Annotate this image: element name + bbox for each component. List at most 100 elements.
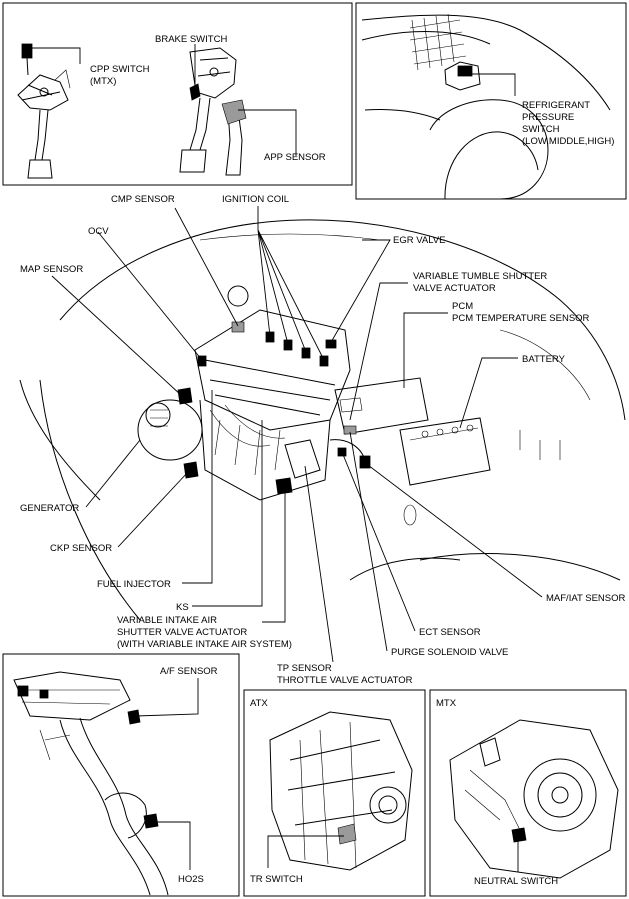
ect-sensor-leader — [341, 451, 416, 632]
pcm-label-1: PCM — [452, 301, 473, 312]
throttle-body-icon — [284, 439, 321, 479]
mtx-panel-frame — [429, 689, 627, 897]
af-sensor-icon — [127, 709, 141, 725]
ignition-coil-2-icon — [283, 339, 293, 351]
tp-sensor-leader — [304, 465, 334, 663]
ignition-coil-4-icon — [319, 355, 329, 367]
atx-title: ATX — [250, 698, 268, 709]
cpp-switch-leader — [30, 47, 81, 64]
ckp-sensor-label: CKP SENSOR — [50, 543, 112, 554]
exhaust-panel-frame — [2, 653, 240, 897]
intake-air-leader — [262, 488, 286, 623]
refrigerant-panel: REFRIGERANT PRESSURE SWITCH (LOW,MIDDLE,… — [355, 2, 627, 200]
ocv-icon — [197, 355, 207, 367]
ckp-sensor-icon — [183, 461, 199, 479]
intake-air-label-2: SHUTTER VALVE ACTUATOR — [117, 627, 247, 638]
pcm-label-2: PCM TEMPERATURE SENSOR — [452, 313, 590, 324]
ho2s-icon — [143, 813, 159, 829]
neutral-switch-icon — [511, 827, 527, 843]
maf-iat-leader — [363, 461, 543, 598]
tr-switch-label: TR SWITCH — [250, 874, 303, 885]
tumble-leader — [349, 282, 408, 421]
engine-bay-drawing — [19, 219, 626, 621]
mtx-panel: MTX NEUTRAL SWITCH — [429, 689, 627, 897]
mtx-title: MTX — [436, 698, 457, 709]
refrigerant-panel-frame — [355, 2, 627, 200]
generator-leader — [85, 439, 141, 508]
af-sensor-leader — [135, 678, 199, 717]
map-sensor-leader — [51, 275, 183, 397]
tp-sensor-label-2: THROTTLE VALVE ACTUATOR — [277, 675, 413, 686]
battery-icon — [399, 417, 491, 486]
cpp-switch-icon — [21, 43, 33, 59]
cpp-switch-label-1: CPP SWITCH — [90, 64, 150, 75]
map-sensor-label: MAP SENSOR — [20, 264, 83, 275]
atx-transaxle-drawing — [269, 711, 413, 871]
cmp-sensor-icon — [231, 321, 245, 333]
atx-panel-frame — [243, 689, 426, 897]
ocv-label: OCV — [88, 226, 109, 237]
atx-panel: ATX TR SWITCH — [243, 689, 426, 897]
tr-switch-icon — [337, 823, 357, 845]
tr-switch-leader — [267, 835, 344, 868]
brake-switch-label: BRAKE SWITCH — [155, 34, 227, 45]
ignition-coil-3-icon — [301, 347, 311, 359]
tumble-label-1: VARIABLE TUMBLE SHUTTER — [413, 271, 547, 282]
car-front-drawing — [361, 13, 611, 200]
brake-pedal-drawing — [179, 47, 247, 176]
fuel-injector-label: FUEL INJECTOR — [97, 579, 171, 590]
refrigerant-label-2: PRESSURE — [522, 112, 574, 123]
exhaust-panel: A/F SENSOR HO2S — [2, 653, 240, 897]
ks-label: KS — [176, 602, 189, 613]
cmp-sensor-label: CMP SENSOR — [111, 194, 175, 205]
engine-labels: CMP SENSOR IGNITION COIL OCV MAP SENSOR … — [20, 194, 625, 686]
af-sensor-label: A/F SENSOR — [160, 666, 218, 677]
egr-valve-leader — [329, 239, 391, 345]
ho2s-label: HO2S — [178, 874, 204, 885]
egr-valve-icon — [325, 339, 337, 349]
ho2s-leader — [152, 821, 191, 870]
app-sensor-label: APP SENSOR — [264, 152, 326, 163]
exhaust-manifold-drawing — [13, 671, 169, 896]
intake-air-label-3: (WITH VARIABLE INTAKE AIR SYSTEM) — [117, 639, 292, 650]
tp-sensor-icon — [275, 477, 293, 495]
refrigerant-switch-icon — [457, 65, 473, 77]
ignition-coil-label: IGNITION COIL — [222, 194, 289, 205]
pcm-leader — [403, 312, 448, 388]
ks-leader — [192, 420, 263, 607]
fuel-injector-leader — [182, 390, 213, 584]
tp-sensor-label-1: TP SENSOR — [277, 663, 332, 674]
generator-label: GENERATOR — [20, 503, 79, 514]
map-sensor-icon — [177, 387, 193, 405]
tumble-label-2: VALVE ACTUATOR — [413, 283, 496, 294]
egr-valve-label: EGR VALVE — [393, 235, 445, 246]
cmp-sensor-leader — [174, 207, 239, 327]
refrigerant-label-3: SWITCH — [522, 124, 560, 135]
intake-air-label-1: VARIABLE INTAKE AIR — [117, 615, 217, 626]
battery-leader — [459, 357, 518, 429]
refrigerant-label-4: (LOW,MIDDLE,HIGH) — [522, 136, 614, 147]
engine-leaders — [51, 206, 543, 663]
app-sensor-icon — [221, 99, 247, 125]
pcm-icon — [334, 377, 429, 435]
pedals-panel: CPP SWITCH (MTX) BRAKE SWITCH APP SENSOR — [2, 2, 353, 186]
ignition-coil-leader — [257, 206, 325, 361]
neutral-switch-label: NEUTRAL SWITCH — [474, 876, 558, 887]
pedals-panel-frame — [2, 2, 353, 186]
cpp-switch-label-2: (MTX) — [90, 76, 116, 87]
generator-icon — [137, 399, 203, 461]
purge-leader — [349, 431, 388, 652]
ect-sensor-label: ECT SENSOR — [419, 627, 481, 638]
mtx-transaxle-drawing — [449, 719, 619, 879]
maf-iat-sensor-icon — [359, 455, 371, 469]
clutch-pedal-drawing — [17, 43, 71, 179]
battery-label: BATTERY — [522, 354, 566, 365]
refrigerant-leader — [466, 73, 516, 96]
app-sensor-leader — [238, 109, 297, 156]
purge-label: PURGE SOLENOID VALVE — [391, 647, 508, 658]
maf-iat-label: MAF/IAT SENSOR — [546, 593, 625, 604]
refrigerant-label-1: REFRIGERANT — [522, 100, 590, 111]
ocv-leader — [97, 231, 203, 361]
